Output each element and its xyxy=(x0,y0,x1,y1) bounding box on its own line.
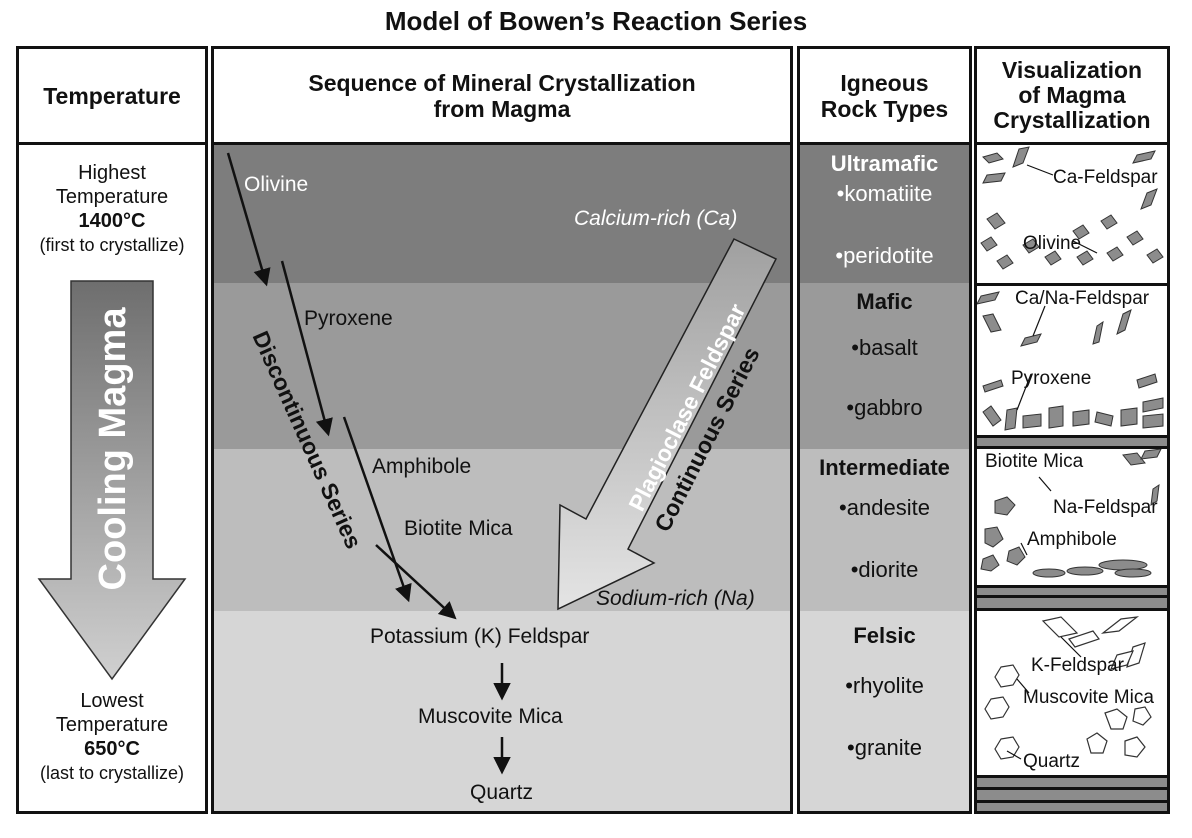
band-felsic xyxy=(214,611,790,811)
mineral-k-feldspar: Potassium (K) Feldspar xyxy=(370,625,590,648)
lowest-value: 650°C xyxy=(84,738,140,760)
rock-komatiite: •komatiite xyxy=(836,181,933,206)
visualization-column: Visualization of Magma Crystallization xyxy=(974,46,1170,814)
vis-ca-feldspar-label: Ca-Feldspar xyxy=(1053,167,1158,188)
cooling-magma-arrow: Cooling Magma xyxy=(37,280,187,681)
vis-header-line1: Visualization xyxy=(1001,57,1143,83)
vis-header-line3: Crystallization xyxy=(993,107,1151,133)
rock-intermediate-title: Intermediate xyxy=(819,455,950,480)
rock-gabbro: •gabbro xyxy=(846,395,923,420)
arrow-olivine-pyroxene xyxy=(226,152,271,287)
sequence-header-line2: from Magma xyxy=(433,95,571,122)
vis-intermediate-crystals xyxy=(980,449,1162,578)
vis-felsic-crystals xyxy=(984,616,1152,760)
rock-felsic-title: Felsic xyxy=(853,623,916,648)
highest-note: (first to crystallize) xyxy=(39,235,185,255)
mineral-biotite-mica: Biotite Mica xyxy=(404,517,513,540)
rock-mafic-title: Mafic xyxy=(856,289,913,314)
vis-divider-2 xyxy=(977,585,1167,611)
mineral-quartz: Quartz xyxy=(470,781,534,804)
rock-header-line2: Rock Types xyxy=(820,95,949,122)
vis-quartz-label: Quartz xyxy=(1023,751,1081,772)
arrow-biotite-kfeldspar xyxy=(375,544,457,620)
vis-header-line2: of Magma xyxy=(1018,82,1126,108)
diagram-title: Model of Bowen’s Reaction Series xyxy=(384,6,808,36)
temperature-header-label: Temperature xyxy=(43,82,181,109)
vis-amphibole-label: Amphibole xyxy=(1027,529,1117,550)
rock-band-intermediate: Intermediate •andesite •diorite xyxy=(800,449,969,611)
vis-pyroxene-label: Pyroxene xyxy=(1011,368,1092,389)
calcium-rich-label: Calcium-rich (Ca) xyxy=(574,207,738,230)
highest-temperature: Highest Temperature 1400°C (first to cry… xyxy=(19,161,205,257)
mineral-olivine: Olivine xyxy=(244,173,309,196)
band-ultramafic xyxy=(214,145,790,283)
rock-band-mafic: Mafic •basalt •gabbro xyxy=(800,283,969,449)
rock-peridotite: •peridotite xyxy=(835,243,934,268)
highest-value: 1400°C xyxy=(78,210,146,232)
visualization-header: Visualization of Magma Crystallization xyxy=(977,49,1167,145)
discontinuous-series-label: Discontinuous Series xyxy=(248,327,367,552)
rock-ultramafic-title: Ultramafic xyxy=(830,151,939,176)
sequence-header-line1: Sequence of Mineral Crystallization xyxy=(308,69,696,96)
highest-label-1: Highest xyxy=(78,162,146,184)
rock-basalt: •basalt xyxy=(851,335,918,360)
mineral-pyroxene: Pyroxene xyxy=(304,307,393,330)
sodium-rich-label: Sodium-rich (Na) xyxy=(596,587,755,610)
lowest-label-1: Lowest xyxy=(80,690,144,712)
vis-panel-felsic: K-Feldspar Muscovite Mica Quartz xyxy=(977,611,1167,775)
sequence-header: Sequence of Mineral Crystallization from… xyxy=(214,49,790,145)
highest-label-2: Temperature xyxy=(55,186,169,208)
mineral-amphibole: Amphibole xyxy=(372,455,472,478)
lowest-note: (last to crystallize) xyxy=(39,763,185,783)
rock-diorite: •diorite xyxy=(850,557,919,582)
sequence-column: Sequence of Mineral Crystallization from… xyxy=(211,46,793,814)
rock-andesite: •andesite xyxy=(839,495,930,520)
rock-granite: •granite xyxy=(847,735,922,760)
temperature-column: Temperature Highest Temperature 1400°C (… xyxy=(16,46,208,814)
vis-panel-ultramafic: Ca-Feldspar Olivine xyxy=(977,145,1167,283)
mineral-muscovite-mica: Muscovite Mica xyxy=(418,705,563,728)
band-intermediate xyxy=(214,449,790,611)
temperature-header: Temperature xyxy=(19,49,205,145)
plagioclase-arrow xyxy=(557,238,778,611)
rock-rhyolite: •rhyolite xyxy=(845,673,924,698)
arrow-amphibole-kfeldspar xyxy=(342,416,412,603)
rock-band-ultramafic: Ultramafic •komatiite •peridotite xyxy=(800,145,969,283)
rock-types-column: Igneous Rock Types Ultramafic •komatiite… xyxy=(797,46,972,814)
vis-panel-mafic: Ca/Na-Feldspar Pyroxene xyxy=(977,283,1167,438)
lowest-temperature: Lowest Temperature 650°C (last to crysta… xyxy=(19,689,205,785)
vis-divider-3 xyxy=(977,775,1167,811)
vis-divider-1 xyxy=(977,435,1167,449)
vis-panel-intermediate: Biotite Mica Na-Feldspar Amphibole xyxy=(977,449,1167,585)
vis-ca-na-feldspar-label: Ca/Na-Feldspar xyxy=(1015,288,1150,309)
vis-muscovite-label: Muscovite Mica xyxy=(1023,687,1154,708)
rock-band-felsic: Felsic •rhyolite •granite xyxy=(800,611,969,811)
rock-types-header: Igneous Rock Types xyxy=(800,49,969,145)
vis-olivine-label: Olivine xyxy=(1023,233,1082,254)
vis-k-feldspar-label: K-Feldspar xyxy=(1031,655,1124,676)
vis-na-feldspar-label: Na-Feldspar xyxy=(1053,497,1158,518)
vis-mafic-crystals xyxy=(977,291,1164,431)
cooling-magma-label: Cooling Magma xyxy=(92,307,134,591)
vis-biotite-label: Biotite Mica xyxy=(985,451,1084,472)
rock-header-line1: Igneous xyxy=(840,69,929,96)
vis-ultramafic-crystals xyxy=(980,146,1164,270)
sequence-arrows: Discontinuous Series Plagioclase Feldspa… xyxy=(226,152,778,775)
arrow-pyroxene-amphibole xyxy=(280,260,333,437)
lowest-label-2: Temperature xyxy=(55,714,169,736)
